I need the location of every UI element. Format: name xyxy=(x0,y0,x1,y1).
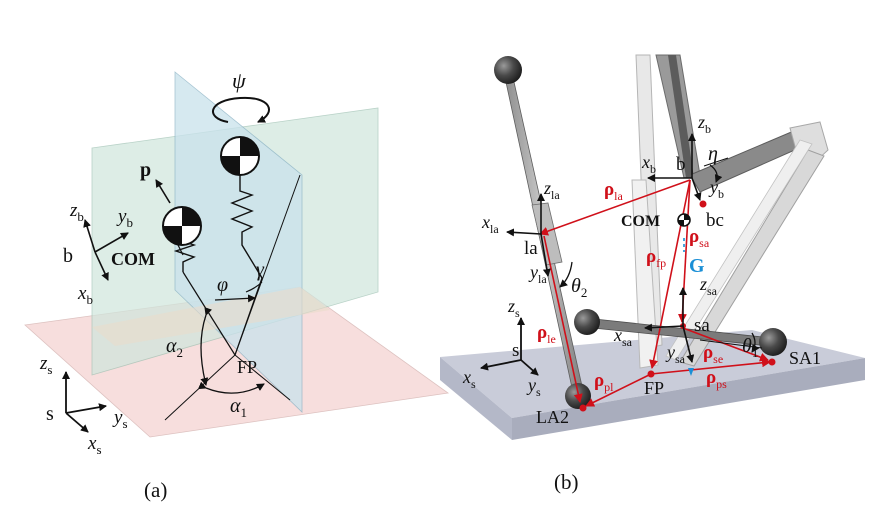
label-yb: yb xyxy=(116,206,133,230)
vec-rho-le xyxy=(543,235,583,403)
label-yb-b: yb xyxy=(708,177,724,201)
world-frame-s xyxy=(62,371,107,433)
vec-rho-la xyxy=(539,179,691,236)
shank-right xyxy=(679,149,825,367)
label-s-b: s xyxy=(512,340,519,361)
label-rho-sa: ρsa xyxy=(689,226,710,250)
body-frame-b xyxy=(83,219,129,281)
alpha2-arc xyxy=(200,307,213,386)
alpha1-arc xyxy=(198,381,265,394)
label-alpha2: α2 xyxy=(166,335,183,360)
com-symbol-b xyxy=(677,213,691,227)
label-xla: xla xyxy=(481,212,499,236)
label-la2: LA2 xyxy=(536,407,569,427)
com-symbol-left xyxy=(162,206,202,246)
gamma-arc xyxy=(245,281,263,293)
panel-a: ψ p zb yb b xb COM γ φ α2 FP α1 zs s ys … xyxy=(24,68,450,457)
label-com-b: COM xyxy=(621,213,660,230)
label-com-a: COM xyxy=(111,249,155,269)
label-ys-a: ys xyxy=(112,407,128,431)
label-theta2: θ2 xyxy=(571,275,587,300)
caption-a: (a) xyxy=(144,478,168,502)
label-zsa: zsa xyxy=(699,274,718,298)
label-la: la xyxy=(524,238,538,259)
spring-left-rod xyxy=(177,244,184,256)
label-gamma: γ xyxy=(256,259,265,281)
label-rho-la: ρla xyxy=(604,179,624,203)
gamma-ref-line xyxy=(234,174,301,356)
phi-arc xyxy=(214,294,256,303)
label-fp-b: FP xyxy=(644,378,664,398)
vec-rho-ps xyxy=(650,358,771,375)
label-rho-se: ρse xyxy=(703,342,723,366)
label-rho-fp: ρfp xyxy=(646,246,666,270)
label-p: p xyxy=(140,159,151,181)
ball-top-left xyxy=(494,56,522,84)
point-la2 xyxy=(579,404,587,412)
ground-slab-front xyxy=(512,358,865,440)
point-bc xyxy=(699,200,707,208)
label-zs-a: zs xyxy=(39,353,52,377)
point-sa1 xyxy=(768,358,776,366)
label-eta: η xyxy=(708,143,718,165)
label-rho-ps: ρps xyxy=(706,367,727,391)
label-xb-b: xb xyxy=(641,152,656,176)
ball-sa-left xyxy=(574,309,600,335)
label-s-a: s xyxy=(46,403,54,425)
label-theta1: θ1 xyxy=(742,335,758,360)
label-ysa: ysa xyxy=(665,342,686,366)
p-arrow xyxy=(155,179,171,204)
panel-b: zb η xb b yb bc COM zla xla la yla θ2 ρl… xyxy=(440,54,865,440)
vec-rho-pl xyxy=(585,373,652,407)
psi-rotation-arrow xyxy=(212,96,270,123)
label-fp-a: FP xyxy=(237,357,257,377)
frame-s xyxy=(480,317,539,376)
label-b-b: b xyxy=(676,154,686,175)
com-symbol-right xyxy=(220,136,260,176)
shank-light xyxy=(665,139,813,361)
label-zla: zla xyxy=(543,178,560,202)
label-g: G xyxy=(689,255,705,277)
frame-la xyxy=(506,193,573,288)
label-sa: sa xyxy=(694,315,710,336)
label-psi: ψ xyxy=(232,68,246,93)
body-leg-dark xyxy=(668,55,694,178)
blue-marker-ysa xyxy=(688,368,694,376)
ground-slab-side xyxy=(440,357,512,440)
label-xs-b: xs xyxy=(462,367,476,391)
label-phi: φ xyxy=(217,274,228,296)
label-bc: bc xyxy=(706,210,724,231)
ball-sa1 xyxy=(759,328,787,356)
label-xb: xb xyxy=(77,283,93,307)
label-zb-b: zb xyxy=(697,112,711,136)
label-xsa: xsa xyxy=(613,325,633,349)
ground-line-x xyxy=(234,354,291,401)
frame-b xyxy=(647,133,729,201)
label-xs-a: xs xyxy=(87,433,102,457)
label-rho-le: ρle xyxy=(537,322,556,346)
caption-b: (b) xyxy=(554,470,579,494)
frame-sa xyxy=(644,287,763,363)
thigh-white xyxy=(631,179,659,369)
label-ys-b: ys xyxy=(526,375,541,399)
label-b: b xyxy=(63,245,73,267)
label-sa1: SA1 xyxy=(789,348,821,368)
label-zb: zb xyxy=(69,200,84,224)
label-alpha1: α1 xyxy=(230,395,247,420)
label-yla: yla xyxy=(528,262,547,286)
spring-right xyxy=(230,175,263,279)
label-zs-b: zs xyxy=(507,296,520,320)
point-fp xyxy=(647,370,655,378)
rho-vectors xyxy=(539,179,776,412)
label-rho-pl: ρpl xyxy=(594,370,614,394)
vec-rho-se xyxy=(682,327,769,362)
vec-rho-fp xyxy=(649,179,691,369)
